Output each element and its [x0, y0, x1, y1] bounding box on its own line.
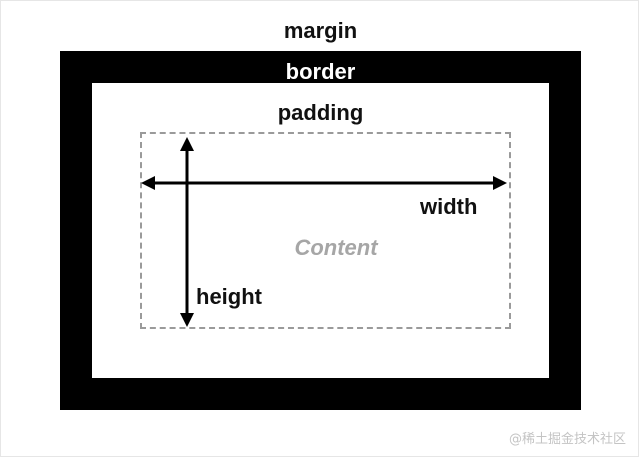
border-label: border [285, 59, 356, 84]
content-area-dashed-outline [140, 132, 511, 329]
content-label: Content [294, 235, 378, 260]
width-label: width [420, 194, 478, 219]
margin-label: margin [283, 18, 358, 43]
watermark-text: @稀土掘金技术社区 [508, 432, 626, 447]
height-label: height [196, 284, 262, 309]
padding-label: padding [277, 100, 364, 125]
